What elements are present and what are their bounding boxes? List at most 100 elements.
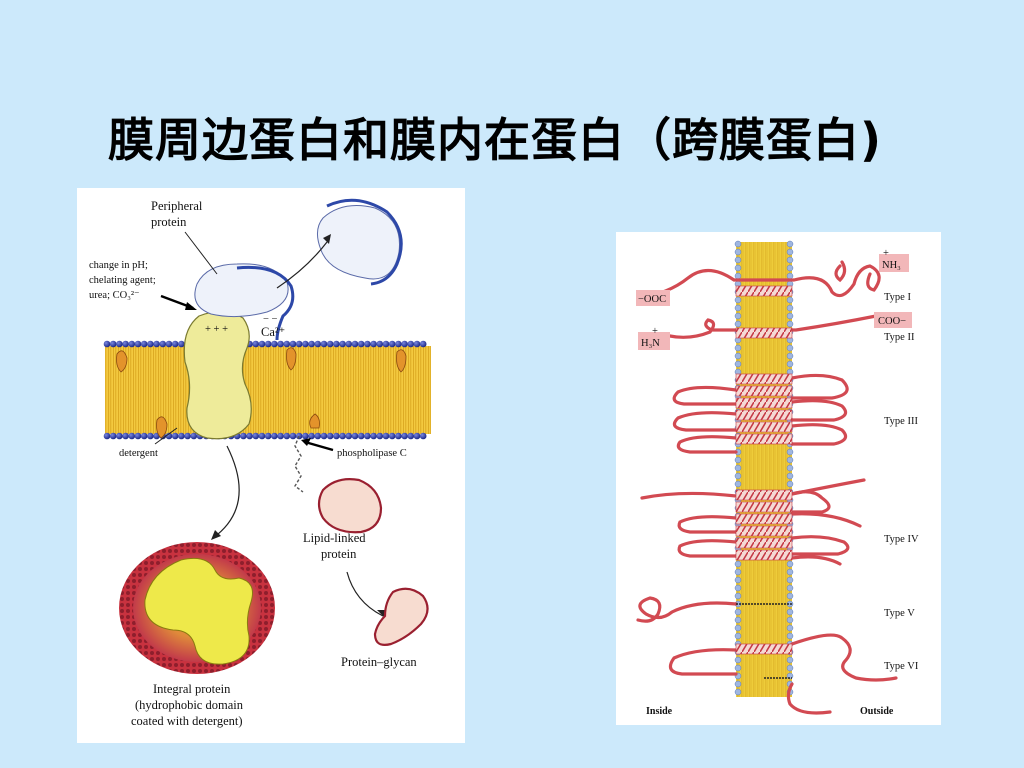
lipid-head bbox=[345, 340, 353, 348]
lipid-head bbox=[302, 340, 309, 348]
label-h3n-charge: + bbox=[652, 326, 658, 337]
lipid-head bbox=[140, 340, 148, 348]
lipid-head bbox=[351, 432, 359, 440]
label-nh3: NH₃ bbox=[882, 260, 901, 271]
lipid-head bbox=[376, 340, 384, 348]
lipid-head bbox=[134, 432, 142, 440]
label-ooc: −OOC bbox=[638, 294, 666, 305]
lipid-head bbox=[258, 432, 266, 440]
membrane-head bbox=[734, 480, 742, 488]
label-treatment-2: chelating agent; bbox=[89, 275, 156, 286]
lipid-head bbox=[116, 340, 123, 348]
membrane-head bbox=[734, 344, 742, 352]
transmembrane-protein-types-figure: NH₃ + −OOC COO− H₃N + Type I Type II Typ… bbox=[616, 232, 941, 725]
membrane-head bbox=[786, 296, 794, 304]
lipid-head bbox=[333, 340, 340, 348]
lipid-head bbox=[370, 340, 377, 348]
lipid-bilayer bbox=[103, 340, 431, 440]
lipid-head bbox=[116, 432, 123, 440]
label-treatment-3: urea; CO₃²⁻ bbox=[89, 290, 140, 301]
label-type-3: Type III bbox=[884, 416, 918, 427]
membrane-head bbox=[786, 576, 794, 584]
integral-protein-shape bbox=[183, 310, 252, 440]
membrane-head bbox=[786, 616, 794, 624]
lipid-head bbox=[140, 432, 148, 440]
positive-charges: + + + bbox=[205, 324, 228, 335]
membrane-head bbox=[734, 680, 742, 688]
membrane-head bbox=[786, 248, 794, 256]
membrane-head bbox=[734, 592, 742, 600]
label-integral-line1: Integral protein bbox=[153, 682, 231, 696]
chemical-groups: NH₃ + −OOC COO− H₃N + bbox=[636, 248, 912, 350]
lipid-head bbox=[271, 340, 278, 348]
lipid-head bbox=[153, 340, 160, 348]
lipid-head bbox=[339, 340, 346, 348]
lipid-head bbox=[258, 340, 266, 348]
lipid-head bbox=[128, 432, 136, 440]
lipid-head bbox=[178, 340, 185, 348]
membrane-head bbox=[734, 240, 742, 248]
lipid-head bbox=[302, 432, 309, 440]
label-peripheral-line1: Peripheral bbox=[151, 199, 203, 213]
membrane-head bbox=[786, 464, 794, 472]
membrane-head bbox=[734, 296, 742, 304]
detergent-micelle bbox=[119, 542, 275, 674]
membrane-head bbox=[786, 624, 794, 632]
lipid-head bbox=[413, 340, 421, 348]
lipid-head bbox=[339, 432, 346, 440]
lipid-head bbox=[333, 432, 340, 440]
membrane-head bbox=[734, 304, 742, 312]
membrane-head bbox=[786, 608, 794, 616]
label-type-1: Type I bbox=[884, 292, 911, 303]
lipid-head bbox=[407, 340, 415, 348]
membrane-head bbox=[786, 480, 794, 488]
lipid-head bbox=[308, 432, 315, 440]
lipid-head bbox=[314, 340, 322, 348]
lipid-head bbox=[190, 432, 198, 440]
membrane-head bbox=[786, 584, 794, 592]
membrane-head bbox=[786, 256, 794, 264]
membrane-head bbox=[786, 352, 794, 360]
membrane-head bbox=[734, 456, 742, 464]
lipid-head bbox=[122, 340, 129, 348]
slide-title: 膜周边蛋白和膜内在蛋白（跨膜蛋白) bbox=[108, 113, 883, 167]
membrane-head bbox=[786, 264, 794, 272]
membrane-head bbox=[734, 272, 742, 280]
membrane-head bbox=[786, 240, 794, 248]
membrane-head bbox=[786, 304, 794, 312]
lipid-head bbox=[252, 432, 260, 440]
lipid-head bbox=[419, 340, 427, 348]
lipid-head bbox=[103, 432, 111, 440]
lipid-head bbox=[134, 340, 142, 348]
lipid-head bbox=[295, 340, 303, 348]
membrane-head bbox=[734, 560, 742, 568]
membrane-head bbox=[734, 352, 742, 360]
label-type-6: Type VI bbox=[884, 661, 919, 672]
protein-strands bbox=[636, 260, 898, 715]
lipid-head bbox=[178, 432, 185, 440]
lipid-head bbox=[147, 432, 154, 440]
membrane-head bbox=[786, 472, 794, 480]
label-protein-glycan: Protein–glycan bbox=[341, 655, 417, 669]
lipid-head bbox=[246, 432, 253, 440]
membrane-head bbox=[786, 272, 794, 280]
lipid-head bbox=[314, 432, 322, 440]
lipid-head bbox=[109, 432, 117, 440]
lipid-head bbox=[357, 432, 365, 440]
membrane-head bbox=[734, 568, 742, 576]
peripheral-protein-attached bbox=[194, 263, 289, 318]
lipid-head bbox=[370, 432, 377, 440]
label-peripheral-line2: protein bbox=[151, 215, 187, 229]
lipid-head bbox=[320, 340, 328, 348]
membrane-head bbox=[734, 688, 742, 696]
label-phospholipase: phospholipase C bbox=[337, 448, 407, 459]
membrane-head bbox=[734, 576, 742, 584]
lipid-head bbox=[277, 432, 284, 440]
lipid-head bbox=[357, 340, 365, 348]
label-outside: Outside bbox=[860, 706, 894, 717]
membrane-head bbox=[734, 656, 742, 664]
lipid-head bbox=[351, 340, 359, 348]
lipid-head bbox=[364, 340, 371, 348]
membrane-head bbox=[786, 456, 794, 464]
membrane-head bbox=[734, 360, 742, 368]
